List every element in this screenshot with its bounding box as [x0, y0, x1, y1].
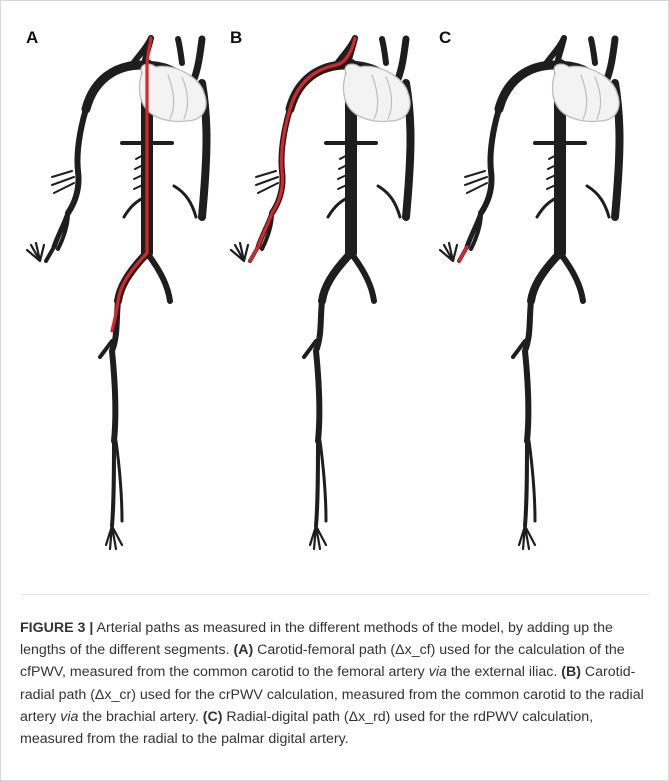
panel-label-c: C — [439, 28, 451, 48]
arm-branch-3 — [54, 183, 74, 193]
common-iliac-right — [351, 253, 374, 301]
foot-artery — [106, 526, 122, 549]
popliteal-artery — [112, 441, 114, 526]
femoral-artery — [525, 351, 528, 441]
arm-hand — [231, 243, 248, 261]
common-iliac-right — [147, 253, 170, 301]
caption-text-a-2: the external iliac. — [451, 664, 557, 680]
head-branch-far-right — [398, 39, 406, 79]
tibial-artery — [320, 441, 326, 521]
femoral-artery — [316, 351, 319, 441]
caption-label-a: (A) — [233, 642, 253, 658]
caption-text-b-2: the brachial artery. — [82, 709, 198, 725]
caption-divider — [21, 594, 649, 595]
femoral-artery-upper — [316, 301, 322, 351]
measured-path-radial-digital — [459, 247, 467, 261]
head-branch-far-right — [607, 39, 615, 79]
palmar-arch — [46, 247, 54, 261]
common-iliac-left — [531, 253, 560, 301]
caption-via-a: via — [429, 664, 447, 680]
arm-branch-3 — [467, 183, 487, 193]
foot-artery — [519, 526, 535, 549]
arm-branch-3 — [258, 183, 278, 193]
common-iliac-left — [118, 253, 147, 301]
panel-a: A — [24, 21, 239, 581]
popliteal-artery — [316, 441, 318, 526]
renal-branch-right — [587, 186, 609, 217]
common-iliac-left — [322, 253, 351, 301]
panel-c: C — [437, 21, 652, 581]
caption-via-b: via — [60, 709, 78, 725]
panel-label-b: B — [230, 28, 242, 48]
femoral-artery-upper — [525, 301, 531, 351]
brachial-artery — [481, 109, 499, 213]
brachial-artery — [68, 109, 86, 213]
figure-label: FIGURE 3 — [20, 620, 85, 636]
measured-path-carotid-radial — [250, 38, 355, 261]
common-iliac-right — [560, 253, 583, 301]
arterial-tree-b — [228, 21, 443, 581]
panel-label-a: A — [26, 28, 38, 48]
femoral-artery — [112, 351, 115, 441]
caption-label-b: (B) — [561, 664, 581, 680]
arm-hand — [27, 243, 44, 261]
arterial-tree-c — [437, 21, 652, 581]
head-branch-right — [382, 39, 386, 63]
renal-branch-right — [378, 186, 400, 217]
arm-branch-1 — [52, 171, 72, 177]
tibial-artery — [529, 441, 535, 521]
figure-caption: FIGURE 3 | Arterial paths as measured in… — [20, 617, 652, 750]
renal-branch-right — [174, 186, 196, 217]
head-branch-far-right — [194, 39, 202, 79]
head-branch-right — [591, 39, 595, 63]
tibial-artery — [116, 441, 122, 521]
foot-artery — [310, 526, 326, 549]
arm-branch-1 — [465, 171, 485, 177]
arm-hand — [440, 243, 457, 261]
head-branch-right — [178, 39, 182, 63]
caption-separator: | — [89, 620, 93, 636]
arm-branch-1 — [256, 171, 276, 177]
popliteal-artery — [525, 441, 527, 526]
caption-label-c: (C) — [203, 709, 223, 725]
panel-b: B — [228, 21, 443, 581]
arterial-tree-a — [24, 21, 239, 581]
